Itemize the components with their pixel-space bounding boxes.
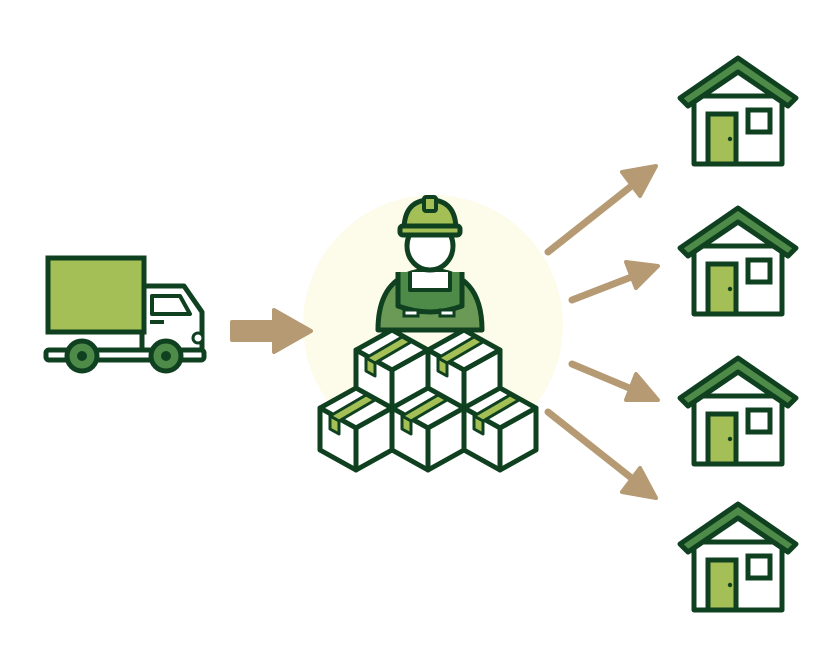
flow-arrow-hub-to-destination-1 bbox=[544, 164, 658, 256]
house-icon bbox=[680, 58, 796, 164]
house-icon bbox=[680, 358, 796, 464]
flow-arrow-source-to-hub bbox=[230, 308, 313, 354]
delivery-truck-icon bbox=[43, 255, 207, 374]
house-icon bbox=[680, 208, 796, 314]
flow-arrow-hub-to-destination-2 bbox=[568, 260, 660, 304]
warehouse-worker-icon bbox=[375, 195, 485, 333]
flow-arrows-hub-to-destinations bbox=[544, 164, 660, 500]
flow-arrow-hub-to-destination-3 bbox=[568, 360, 660, 402]
flow-arrow-hub-to-destination-4 bbox=[544, 408, 658, 500]
hard-hat-icon bbox=[397, 195, 463, 238]
house-icon bbox=[680, 504, 796, 610]
